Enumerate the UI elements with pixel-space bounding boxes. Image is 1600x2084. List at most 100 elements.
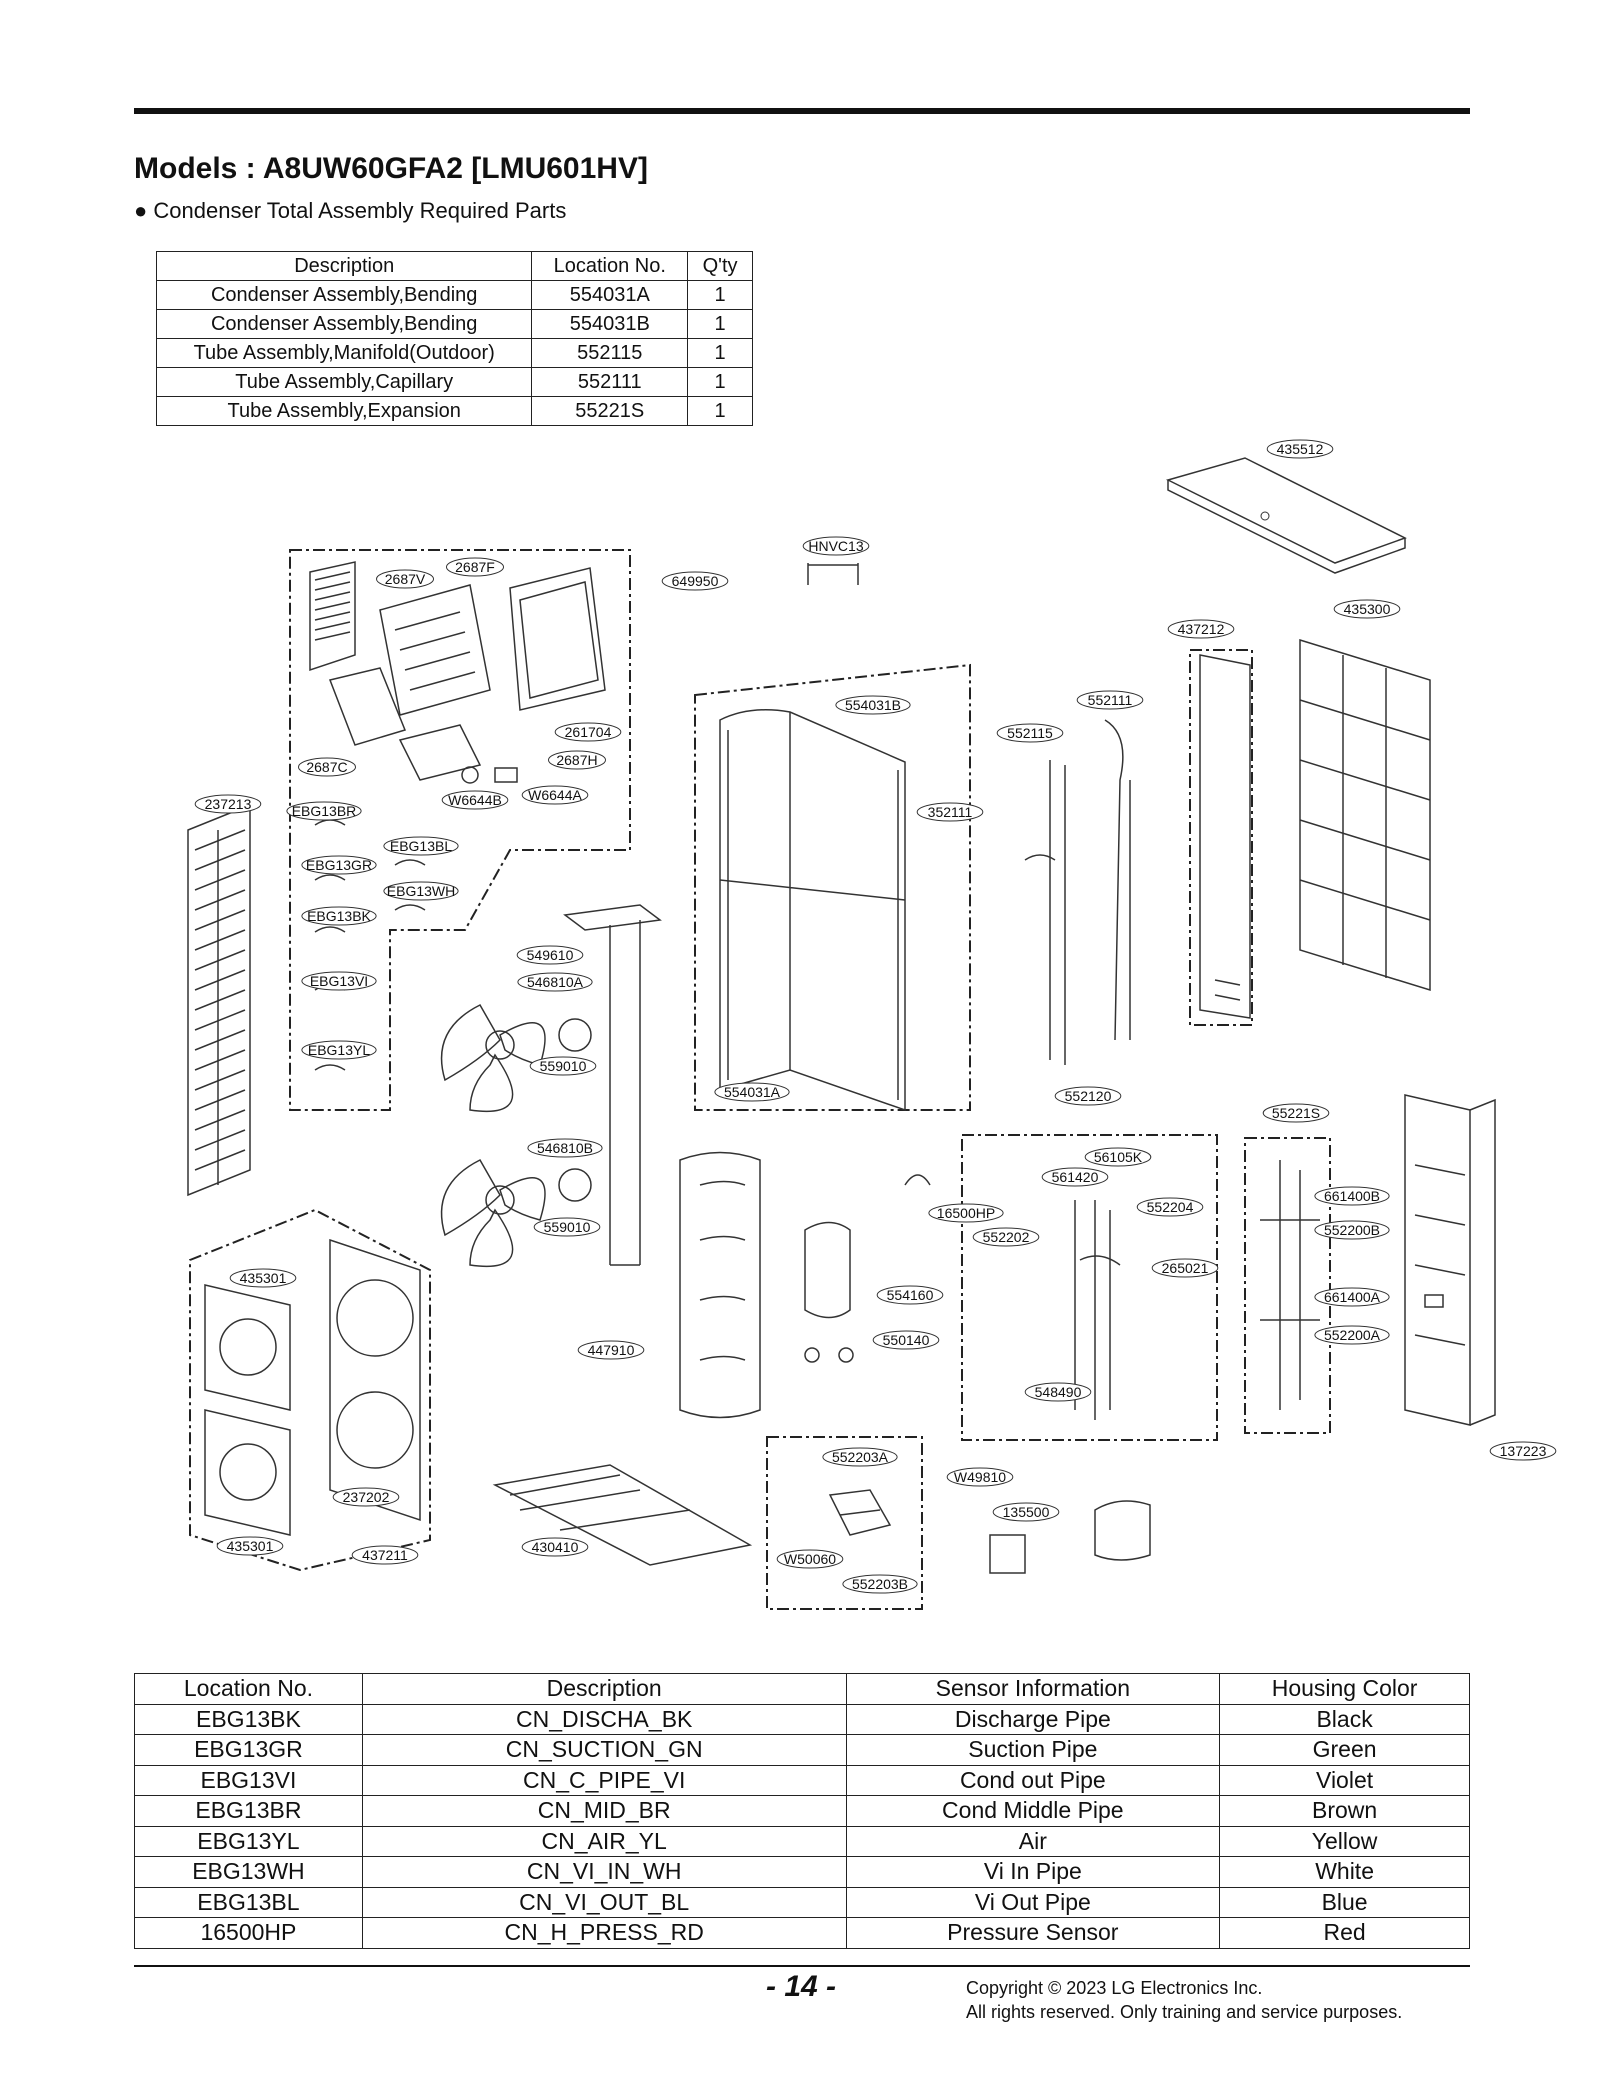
section-subtitle: ● Condenser Total Assembly Required Part… xyxy=(134,198,567,223)
reactor-part xyxy=(828,1489,892,1536)
required-parts-table: Description Location No. Q'ty Condenser … xyxy=(155,251,753,426)
callout-55221s: 55221S xyxy=(1262,1103,1330,1123)
callout-text: EBG13GR xyxy=(306,857,372,873)
callout-text: 430410 xyxy=(532,1539,579,1555)
valve-group-outline xyxy=(961,1134,1218,1441)
callout-text: 447910 xyxy=(588,1342,635,1358)
callout-bubble xyxy=(301,971,377,991)
callout-435301: 435301 xyxy=(229,1268,297,1288)
callout-bubble xyxy=(1266,439,1334,459)
table-cell: Blue xyxy=(1219,1886,1470,1918)
callout-447910: 447910 xyxy=(577,1340,645,1360)
callout-text: 559010 xyxy=(540,1058,587,1074)
callout-bubble xyxy=(229,1268,297,1288)
callout-261704: 261704 xyxy=(554,722,622,742)
callout-text: EBG13BR xyxy=(292,803,357,819)
callout-bubble xyxy=(972,1227,1040,1247)
top-cover-part xyxy=(1165,457,1407,574)
table-cell: Condenser Assembly,Bending xyxy=(155,309,533,339)
page-title: Models : A8UW60GFA2 [LMU601HV] xyxy=(134,152,648,185)
base-pan-part xyxy=(492,1464,753,1566)
callout-bubble xyxy=(822,1447,898,1467)
callout-bubble xyxy=(946,1467,1014,1487)
table-cell: 1 xyxy=(687,338,753,368)
callout-237202: 237202 xyxy=(332,1487,400,1507)
callout-bubble xyxy=(1084,1147,1152,1167)
table-header-row: Location No. Description Sensor Informat… xyxy=(134,1673,1470,1705)
callout-text: 559010 xyxy=(544,1219,591,1235)
table-cell: 552111 xyxy=(531,367,689,397)
table-cell: Cond out Pipe xyxy=(845,1764,1221,1796)
callout-text: 649950 xyxy=(672,573,719,589)
table-cell: Black xyxy=(1219,1703,1470,1735)
callout-text: 2687H xyxy=(556,752,597,768)
fan-upper-part xyxy=(440,1004,592,1112)
table-cell: White xyxy=(1219,1856,1470,1888)
table-row: EBG13BK CN_DISCHA_BK Discharge Pipe Blac… xyxy=(134,1703,1470,1735)
callout-bubble xyxy=(1262,1103,1330,1123)
callout-text: 2687F xyxy=(455,559,495,575)
barrier-part xyxy=(679,1151,761,1419)
table-cell: 552115 xyxy=(531,338,689,368)
callout-text: EBG13BL xyxy=(390,838,452,854)
callout-text: HNVC13 xyxy=(808,538,863,554)
callout-ebg13yl: EBG13YL xyxy=(301,1040,377,1060)
callout-w6644b: W6644B xyxy=(441,790,509,810)
callout-bubble xyxy=(1314,1287,1390,1307)
table-cell: Violet xyxy=(1219,1764,1470,1796)
table-cell: CN_H_PRESS_RD xyxy=(361,1917,847,1949)
fan-guard-group-outline xyxy=(189,1208,431,1572)
callout-56105k: 56105K xyxy=(1084,1147,1152,1167)
callout-text: 546810A xyxy=(527,974,584,990)
callout-661400a: 661400A xyxy=(1314,1287,1390,1307)
callout-text: 549610 xyxy=(527,947,574,963)
table-cell: CN_VI_OUT_BL xyxy=(361,1886,847,1918)
callout-552204: 552204 xyxy=(1136,1197,1204,1217)
callout-text: EBG13BK xyxy=(307,908,371,924)
sensor-table: Location No. Description Sensor Informat… xyxy=(134,1673,1470,1949)
column-header: Description xyxy=(155,251,533,281)
side-grille-part xyxy=(1299,638,1431,992)
tube-group-outline xyxy=(1189,649,1253,1026)
callout-text: 661400B xyxy=(1324,1188,1380,1204)
callout-2687f: 2687F xyxy=(446,557,504,577)
callout-bubble xyxy=(835,695,911,715)
callout-237213: 237213 xyxy=(194,794,262,814)
callout-text: 552202 xyxy=(983,1229,1030,1245)
callout-552202: 552202 xyxy=(972,1227,1040,1247)
callout-text: 265021 xyxy=(1162,1260,1209,1276)
callout-bubble xyxy=(916,802,984,822)
callout-text: W50060 xyxy=(784,1551,836,1567)
callout-ebg13bk: EBG13BK xyxy=(301,906,377,926)
callout-bubble xyxy=(301,1040,377,1060)
valve-assembly-part xyxy=(1074,1200,1121,1420)
callout-bubble xyxy=(1076,690,1144,710)
callout-text: 548490 xyxy=(1035,1384,1082,1400)
callout-text: 55221S xyxy=(1272,1105,1320,1121)
callout-135500: 135500 xyxy=(992,1502,1060,1522)
table-cell: CN_DISCHA_BK xyxy=(361,1703,847,1735)
callout-bubble xyxy=(301,855,377,875)
callout-bubble xyxy=(1314,1220,1390,1240)
callout-552120: 552120 xyxy=(1054,1086,1122,1106)
callout-bubble xyxy=(527,1138,603,1158)
callout-text: 546810B xyxy=(537,1140,593,1156)
callout-text: 435301 xyxy=(227,1538,274,1554)
table-cell: Discharge Pipe xyxy=(845,1703,1221,1735)
table-cell: EBG13VI xyxy=(134,1764,363,1796)
expansion-group-outline xyxy=(1244,1137,1331,1434)
callout-bubble xyxy=(332,1487,400,1507)
callout-text: 435512 xyxy=(1277,441,1324,457)
callout-552200a: 552200A xyxy=(1314,1325,1390,1345)
callout-text: 661400A xyxy=(1324,1289,1381,1305)
callout-text: EBG13WH xyxy=(387,883,455,899)
callout-bubble xyxy=(1333,599,1401,619)
table-row: EBG13BL CN_VI_OUT_BL Vi Out Pipe Blue xyxy=(134,1886,1470,1918)
table-row: Condenser Assembly,Bending 554031B 1 xyxy=(155,309,753,339)
callout-2687h: 2687H xyxy=(548,750,606,770)
callout-16500hp: 16500HP xyxy=(928,1203,1004,1223)
motor-support-part xyxy=(563,904,662,1266)
table-cell: 554031A xyxy=(531,280,689,310)
callout-552115: 552115 xyxy=(996,723,1064,743)
